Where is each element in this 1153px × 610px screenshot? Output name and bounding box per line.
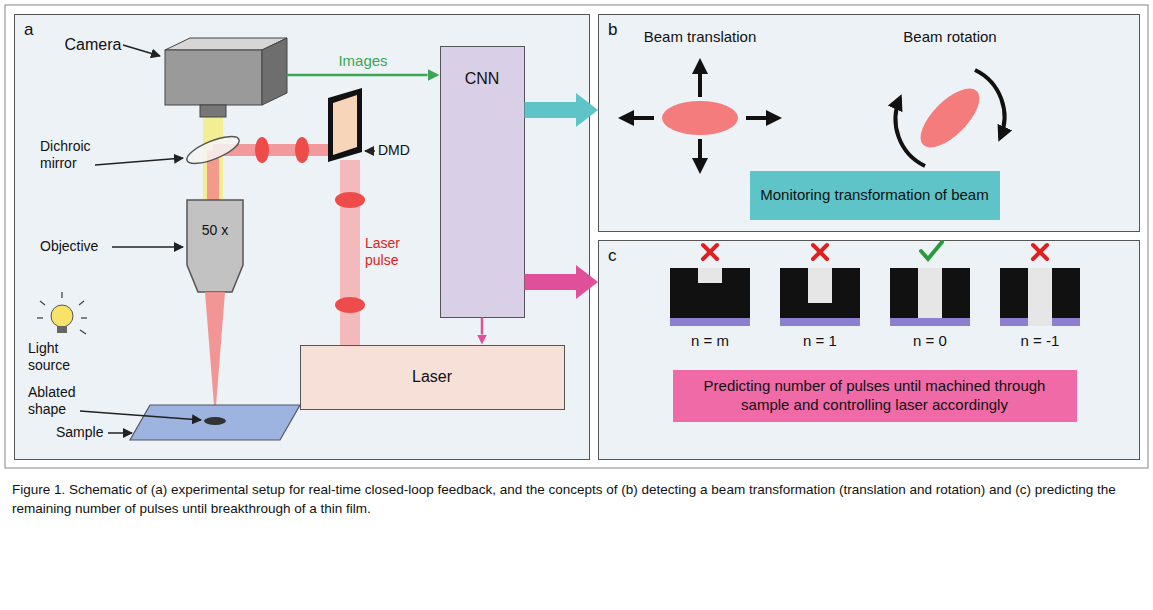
focused-beam: [205, 292, 225, 418]
leader-line: [123, 45, 160, 56]
objective-lens: [187, 200, 243, 292]
process-box: CNN: [440, 46, 525, 318]
pulse-count: n = 1: [780, 332, 860, 349]
frame-border: [5, 5, 1148, 468]
edge-label: Images: [335, 52, 390, 69]
light-bulb: [51, 305, 73, 327]
concept-label: Beam rotation: [870, 28, 1030, 45]
camera-body: [262, 38, 287, 105]
part-label: DMD: [378, 142, 410, 159]
leader-line: [95, 158, 183, 165]
part-label: Sample: [56, 424, 103, 441]
beam-spot: [662, 101, 738, 135]
panel-letter: c: [608, 245, 1130, 266]
process-box: Monitoring transformation of beam: [750, 171, 1000, 221]
panel: aCameraCNNLaser: [14, 14, 590, 460]
pulse-count: n = -1: [1000, 332, 1080, 349]
leader-line: [365, 150, 375, 152]
node-label: Camera: [65, 36, 122, 53]
pulse-spot: [295, 137, 309, 163]
light-rays: [37, 292, 87, 334]
part-label: 50 x: [190, 222, 240, 239]
light-bulb: [57, 326, 67, 333]
connector-arrow: [481, 318, 484, 335]
camera-lens: [200, 105, 226, 117]
part-label: Laser pulse: [365, 235, 425, 269]
node-label: Laser: [412, 367, 452, 387]
laser-beam: [340, 160, 360, 345]
part-label: Ablated shape: [28, 384, 94, 418]
leader-line: [80, 411, 201, 420]
process-box: Predicting number of pulses until machin…: [673, 370, 1077, 422]
concept-label: Beam translation: [620, 28, 780, 45]
process-box: Laser: [300, 345, 565, 410]
pulse-spot: [335, 192, 365, 208]
pulse-spot: [255, 137, 269, 163]
pulse-spot: [335, 297, 365, 313]
node-label: CNN: [465, 69, 500, 89]
rotation-arrows: [896, 70, 1005, 166]
dmd-chip: [333, 95, 357, 155]
connector-arrow: [287, 74, 428, 77]
figure-caption: Figure 1. Schematic of (a) experimental …: [12, 480, 1137, 518]
camera-body: [165, 50, 262, 105]
cross-mark: [703, 245, 1047, 259]
part-label: Dichroic mirror: [40, 138, 118, 172]
check-mark: [921, 242, 942, 259]
node-label: Predicting number of pulses until machin…: [683, 377, 1067, 415]
dichroic-mirror: [184, 131, 243, 169]
dmd-chip: [328, 88, 362, 162]
node-label: Monitoring transformation of beam: [760, 186, 988, 205]
connector-arrow: [525, 274, 577, 290]
part-label: Objective: [40, 238, 98, 255]
connector-arrow: [525, 102, 577, 118]
translation-arrows: [622, 62, 778, 170]
part-label: Light source: [28, 340, 90, 374]
ablated-spot: [204, 417, 226, 425]
leader-line: [112, 246, 183, 248]
leader-line: [108, 432, 132, 434]
beam-spot: [911, 79, 989, 157]
film-profiles: [670, 268, 1080, 326]
sample-slide: [130, 405, 300, 440]
pulse-count: n = m: [670, 332, 750, 349]
pulse-count: n = 0: [890, 332, 970, 349]
